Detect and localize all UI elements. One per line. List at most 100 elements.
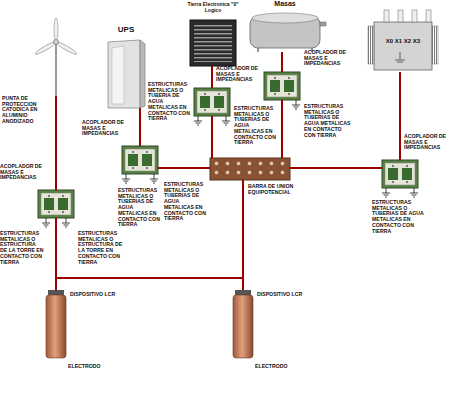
ground-symbol [42, 218, 50, 227]
ground-symbol [194, 116, 202, 125]
art-part [374, 22, 432, 70]
transformer [368, 10, 438, 70]
art-part [432, 26, 438, 64]
ground-symbol [410, 188, 418, 197]
art-part [412, 10, 417, 22]
ground-wire [281, 52, 283, 72]
tank-unit: Masas [245, 0, 325, 54]
structure-note: ESTRUCTURAS METALICAS O TUBERIAS DE AGUA… [372, 200, 428, 234]
art-part [397, 62, 403, 63]
ups-unit: UPS [100, 26, 152, 110]
ground-symbol [382, 188, 390, 197]
coupler-label: ACOPLADOR DE MASAS E IMPEDANCIAS [404, 134, 452, 151]
structure-note: ESTRUCTURAS METALICAS O TUBERIAS DE AGUA… [234, 106, 278, 146]
art-part [48, 290, 64, 295]
node-label: Masas [245, 0, 325, 8]
rod-tip [34, 18, 78, 56]
shape-outline [233, 290, 253, 358]
shape-outline [46, 290, 66, 358]
art-part [54, 18, 58, 42]
node-label: ELECTRODO [68, 364, 118, 370]
shape-outline [38, 190, 74, 218]
electronic-rack [190, 20, 236, 66]
art-part [395, 60, 405, 61]
art-part [112, 46, 124, 104]
shape-outline [122, 146, 158, 174]
coupler-device [122, 146, 158, 174]
art-part [233, 295, 253, 358]
art-part [190, 20, 236, 66]
ground-wire [211, 116, 213, 158]
ground-symbol [222, 116, 230, 125]
art-part [257, 48, 258, 52]
node-label: X0 X1 X2 X3 [368, 38, 438, 45]
ground-wire [290, 167, 382, 169]
coupler-box: ACOPLADOR DE MASAS E IMPEDANCIAS [82, 120, 160, 176]
rod-mast [55, 42, 57, 96]
shape-outline [264, 72, 300, 100]
transformer-unit: X0 X1 X2 X3 [368, 8, 438, 74]
ups-cabinet [108, 40, 145, 108]
structure-note: ESTRUCTURAS METALICAS O ESTRUCTURA DE LA… [0, 231, 44, 265]
ground-electrode [46, 290, 66, 358]
art-part [235, 290, 251, 295]
art-part [426, 10, 431, 22]
node-label: BARRA DE UNION EQUIPOTENCIAL [248, 184, 304, 195]
structure-note: ESTRUCTURAS METALICAS O TUBERIA DE AGUA … [148, 82, 192, 122]
art-part [210, 158, 290, 180]
coupler-label: ACOPLADOR DE MASAS E IMPEDANCIAS [82, 120, 136, 137]
ground-symbol [122, 174, 130, 183]
lightning-rod: PUNTA DE PROTECCION CATODICA EN ALUMINIO… [2, 30, 66, 127]
structure-note: ESTRUCTURAS METALICAS O ESTRUCTURA DE LA… [78, 231, 124, 265]
metal-tank [250, 13, 326, 52]
shape-outline [245, 12, 325, 52]
coupler-label: ACOPLADOR DE MASAS E IMPEDANCIAS [0, 164, 50, 181]
structure-note: ESTRUCTURAS METALICAS O TUBERIAS DE AGUA… [164, 182, 208, 222]
art-part [320, 22, 326, 26]
coupler-label: ACOPLADOR DE MASAS E IMPEDANCIAS [216, 66, 260, 83]
ground-symbol [292, 100, 300, 109]
electrode: ELECTRODO [233, 290, 313, 372]
coupler-box: ACOPLADOR DE MASAS E IMPEDANCIAS [264, 50, 356, 102]
equipotential-bar [210, 158, 290, 180]
art-part [108, 40, 140, 108]
ground-wire [158, 167, 210, 169]
device-label: DISPOSITIVO LCR [257, 292, 317, 298]
ground-wire [211, 66, 213, 88]
ground-symbol [150, 174, 158, 183]
ground-wire [55, 96, 57, 190]
ground-wire [56, 180, 243, 278]
coupler-device [38, 190, 74, 218]
art-part [46, 295, 66, 358]
art-part [368, 26, 374, 64]
rack-unit: Tierra Electronica "0" Logico [182, 2, 244, 68]
ground-wire [139, 108, 141, 146]
coupler-box: ACOPLADOR DE MASAS E IMPEDANCIAS [0, 164, 76, 220]
rod-label: PUNTA DE PROTECCION CATODICA EN ALUMINIO… [2, 96, 50, 125]
coupler-device [264, 72, 300, 100]
shape-outline [194, 88, 230, 116]
art-part [384, 10, 389, 22]
art-part [140, 40, 145, 108]
structure-note: ESTRUCTURAS METALICAS O TUBERIAS DE AGUA… [118, 188, 162, 228]
art-part [252, 13, 318, 23]
coupler-device [382, 160, 418, 188]
bonding-bar: BARRA DE UNION EQUIPOTENCIAL [210, 158, 306, 198]
coupler-label: ACOPLADOR DE MASAS E IMPEDANCIAS [304, 50, 354, 67]
ground-wire [281, 100, 283, 158]
art-part [194, 24, 232, 62]
coupler-box: ACOPLADOR DE MASAS E IMPEDANCIAS [382, 134, 454, 190]
shape-outline [210, 158, 290, 180]
shape-outline [382, 160, 418, 188]
node-label: UPS [100, 26, 152, 35]
coupler-device [194, 88, 230, 116]
art-part [398, 10, 403, 22]
ground-wire [399, 72, 401, 160]
node-label: ELECTRODO [255, 364, 305, 370]
structure-note: ESTRUCTURAS METALICAS O TUBERIAS DE AGUA… [304, 104, 354, 138]
electrode: ELECTRODO [46, 290, 126, 372]
node-label: Tierra Electronica "0" Logico [182, 2, 244, 13]
shape-outline [108, 38, 145, 108]
